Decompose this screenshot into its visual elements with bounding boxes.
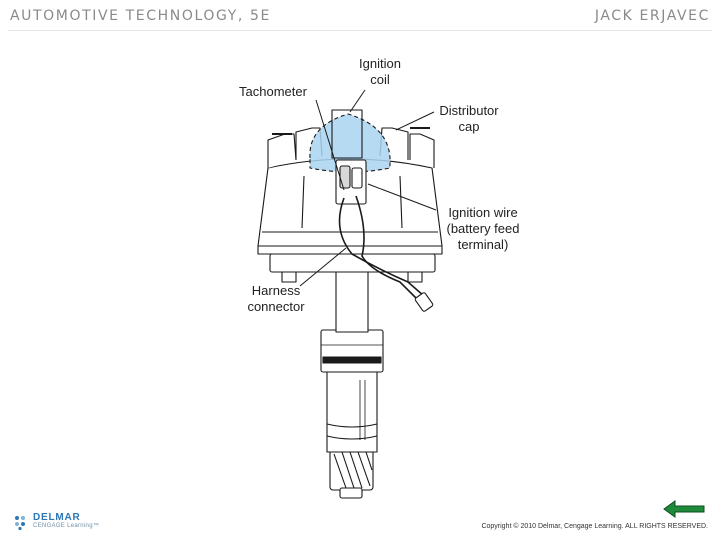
back-button[interactable] [662, 498, 706, 520]
ignition-coil-highlight [309, 113, 391, 173]
label-harness-connector: Harness connector [247, 283, 305, 314]
drive-gear [329, 449, 374, 499]
label-distributor-cap: Distributor cap [439, 103, 499, 134]
distributor-shaft [326, 369, 378, 453]
leader-lines [299, 89, 437, 287]
harness-plug [414, 292, 434, 312]
left-arrow-icon [663, 500, 705, 518]
label-tachometer: Tachometer [239, 84, 307, 99]
label-ignition-coil: Ignition coil [359, 56, 401, 87]
book-title: AUTOMOTIVE TECHNOLOGY, 5E [10, 8, 271, 24]
label-ignition-wire: Ignition wire (battery feed terminal) [446, 205, 520, 252]
logo-subtitle: CENGAGE Learning™ [33, 523, 100, 529]
author-name: JACK ERJAVEC [594, 8, 710, 24]
harness-wires [338, 195, 425, 301]
housing-collar [320, 329, 384, 373]
delmar-logo-mark-icon [15, 516, 25, 531]
header-divider [8, 30, 712, 31]
terminal-block [335, 159, 367, 205]
logo-name: DELMAR [33, 512, 81, 523]
delmar-logo: DELMAR CENGAGE Learning™ [12, 513, 99, 531]
copyright-notice: Copyright © 2010 Delmar, Cengage Learnin… [481, 523, 708, 530]
upper-shaft [335, 271, 369, 333]
